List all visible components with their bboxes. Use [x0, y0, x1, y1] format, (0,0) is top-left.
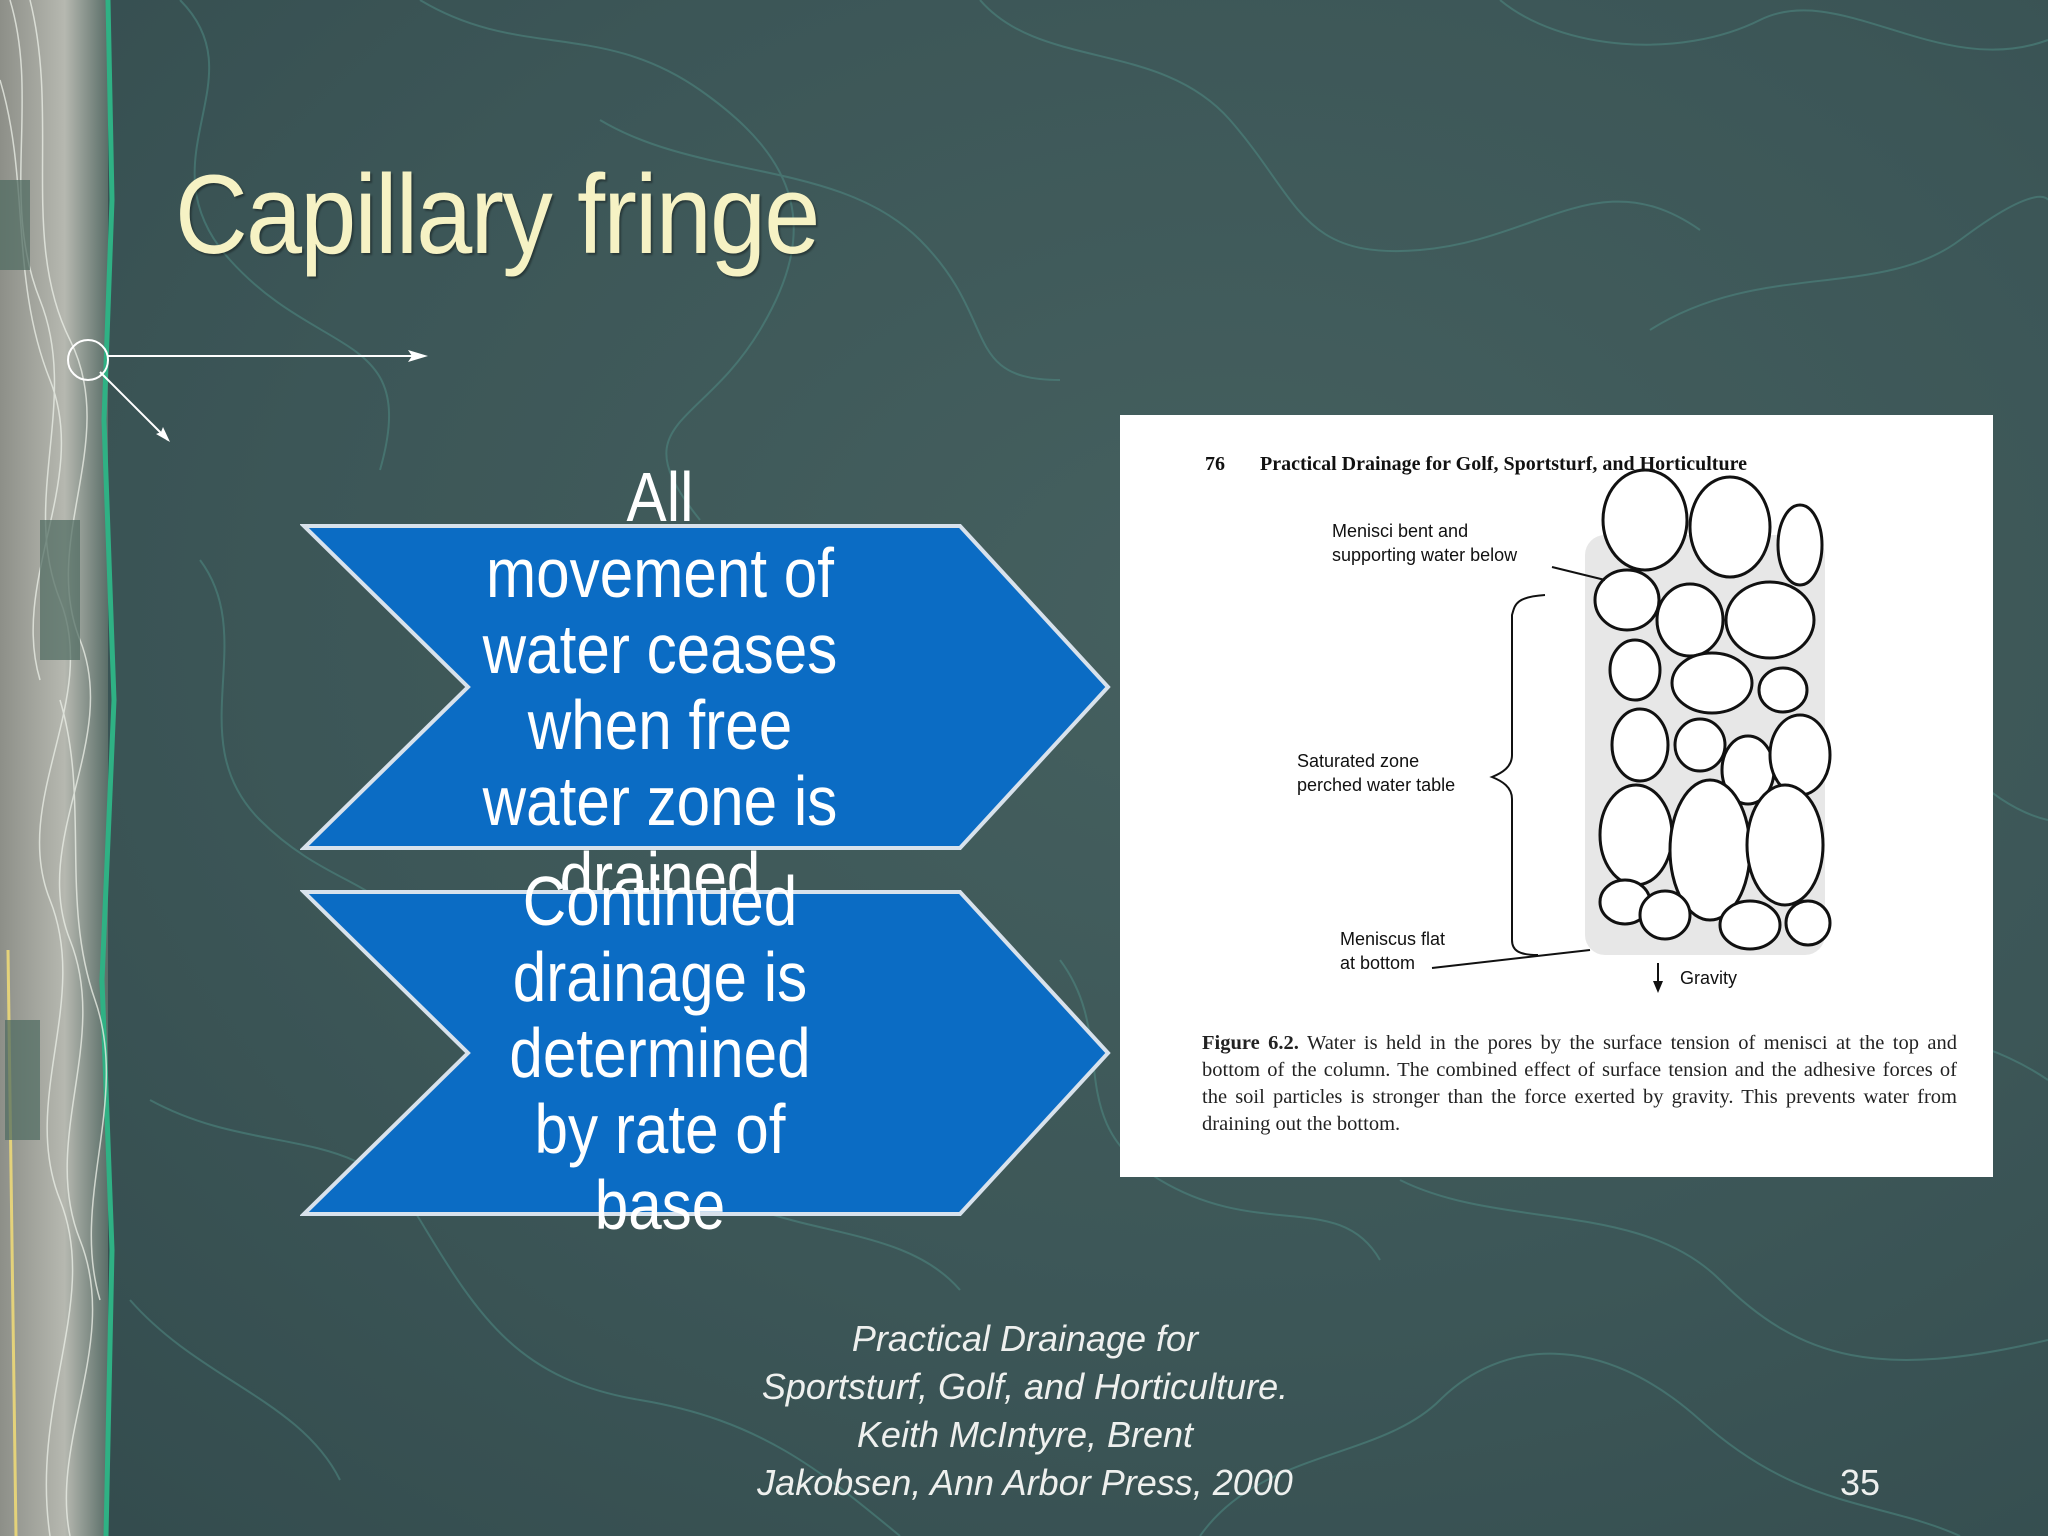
label-gravity: Gravity	[1680, 968, 1738, 988]
label-menisci: Menisci bent and supporting water below	[1332, 519, 1517, 567]
chevron-shape	[300, 890, 1111, 1216]
label-line: supporting water below	[1332, 545, 1518, 565]
label-line: at bottom	[1340, 953, 1416, 973]
citation-line: Sportsturf, Golf, and Horticulture.	[761, 1366, 1289, 1407]
slide-title: Capillary fringe	[175, 152, 820, 277]
figure-page-number: 76	[1205, 453, 1225, 475]
chevron-callout-1: All movement of water ceases when free w…	[300, 458, 1115, 916]
compass-rose-icon	[67, 339, 428, 442]
figure-book-title: Practical Drainage for Golf, Sportsturf,…	[1260, 453, 1747, 475]
chevron-text: Continued drainage is determined by rate…	[509, 862, 811, 1244]
soil-pore-diagram	[1431, 468, 1832, 993]
label-line: Saturated zone	[1297, 751, 1420, 771]
figure-caption: Figure 6.2. Water is held in the pores b…	[1202, 1030, 1957, 1138]
citation-line: Keith McIntyre, Brent	[856, 1414, 1194, 1455]
citation: Practical Drainage for Sportsturf, Golf,…	[700, 1315, 1350, 1507]
chevron-shape	[300, 524, 1111, 850]
chevron-text: All movement of water ceases when free w…	[482, 458, 838, 916]
book-figure-image: 76 Practical Drainage for Golf, Sportstu…	[1120, 415, 1993, 1177]
figure-page-header: 76 Practical Drainage for Golf, Sportstu…	[1205, 453, 1747, 476]
map-strip-decoration	[0, 0, 117, 1536]
label-meniscus-flat: Meniscus flat at bottom	[1340, 927, 1445, 975]
figure-caption-label: Figure 6.2.	[1202, 1032, 1299, 1054]
citation-line: Jakobsen, Ann Arbor Press, 2000	[757, 1462, 1293, 1503]
citation-line: Practical Drainage for	[851, 1318, 1199, 1359]
label-line: Meniscus flat	[1340, 929, 1446, 949]
label-saturated-zone: Saturated zone perched water table	[1297, 749, 1455, 797]
figure-caption-text: Water is held in the pores by the surfac…	[1202, 1032, 1957, 1135]
chevron-callout-2: Continued drainage is determined by rate…	[300, 862, 1115, 1244]
label-line: perched water table	[1297, 775, 1456, 795]
slide-number: 35	[1839, 1462, 1880, 1503]
label-line: Menisci bent and	[1332, 521, 1469, 541]
